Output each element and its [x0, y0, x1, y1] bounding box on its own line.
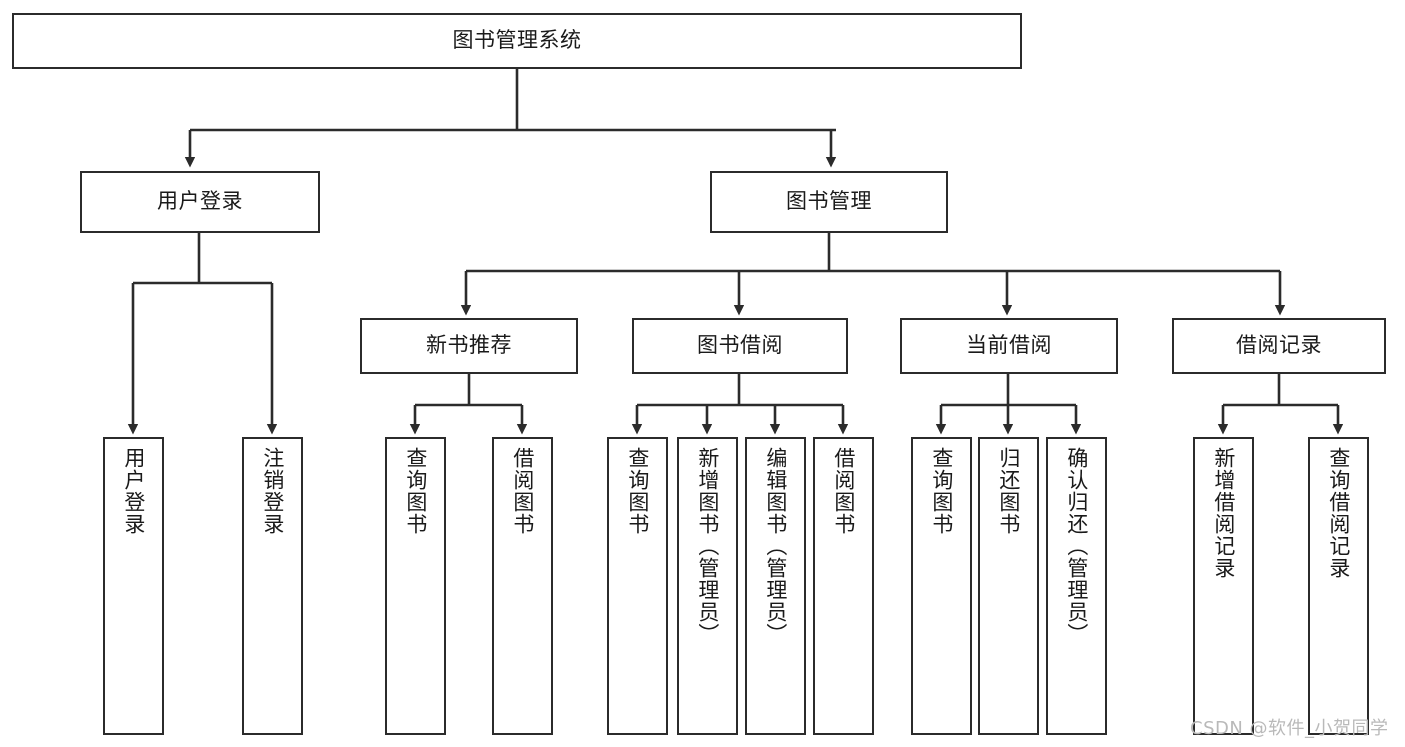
node-user-login-label: 用户登录 [157, 189, 243, 214]
leaf-new-book-recommend-1[interactable]: 查询图书 [385, 437, 446, 735]
leaf-user-login-2[interactable]: 注销登录 [242, 437, 303, 735]
leaf-label: 用户登录 [121, 447, 146, 535]
leaf-label: 归还图书 [996, 447, 1021, 535]
leaf-book-borrow-2[interactable]: 新增图书（管理员） [677, 437, 738, 735]
node-book-management[interactable]: 图书管理 [710, 171, 948, 233]
node-borrow-record-label: 借阅记录 [1236, 333, 1322, 358]
node-book-management-label: 图书管理 [786, 189, 872, 214]
leaf-user-login-1[interactable]: 用户登录 [103, 437, 164, 735]
leaf-current-borrow-2[interactable]: 归还图书 [978, 437, 1039, 735]
leaf-current-borrow-1[interactable]: 查询图书 [911, 437, 972, 735]
leaf-label: 编辑图书（管理员） [763, 447, 788, 645]
leaf-label: 查询借阅记录 [1326, 447, 1351, 579]
node-book-borrow-label: 图书借阅 [697, 333, 783, 358]
csdn-watermark: CSDN @软件_小贺同学 [1190, 718, 1389, 739]
leaf-label: 查询图书 [403, 447, 428, 535]
leaf-label: 新增借阅记录 [1211, 447, 1236, 579]
leaf-label: 新增图书（管理员） [695, 447, 720, 645]
leaf-label: 查询图书 [929, 447, 954, 535]
leaf-borrow-record-1[interactable]: 新增借阅记录 [1193, 437, 1254, 735]
leaf-label: 借阅图书 [510, 447, 535, 535]
node-root-label: 图书管理系统 [452, 28, 582, 53]
leaf-book-borrow-4[interactable]: 借阅图书 [813, 437, 874, 735]
node-user-login[interactable]: 用户登录 [80, 171, 320, 233]
leaf-book-borrow-1[interactable]: 查询图书 [607, 437, 668, 735]
node-borrow-record[interactable]: 借阅记录 [1172, 318, 1386, 374]
leaf-label: 注销登录 [260, 447, 285, 535]
leaf-label: 确认归还（管理员） [1064, 447, 1089, 645]
leaf-new-book-recommend-2[interactable]: 借阅图书 [492, 437, 553, 735]
node-current-borrow[interactable]: 当前借阅 [900, 318, 1118, 374]
leaf-book-borrow-3[interactable]: 编辑图书（管理员） [745, 437, 806, 735]
leaf-borrow-record-2[interactable]: 查询借阅记录 [1308, 437, 1369, 735]
node-new-book-recommend-label: 新书推荐 [426, 333, 512, 358]
leaf-label: 借阅图书 [831, 447, 856, 535]
node-book-borrow[interactable]: 图书借阅 [632, 318, 848, 374]
leaf-label: 查询图书 [625, 447, 650, 535]
leaf-current-borrow-3[interactable]: 确认归还（管理员） [1046, 437, 1107, 735]
node-root[interactable]: 图书管理系统 [12, 13, 1022, 69]
node-current-borrow-label: 当前借阅 [966, 333, 1052, 358]
node-new-book-recommend[interactable]: 新书推荐 [360, 318, 578, 374]
